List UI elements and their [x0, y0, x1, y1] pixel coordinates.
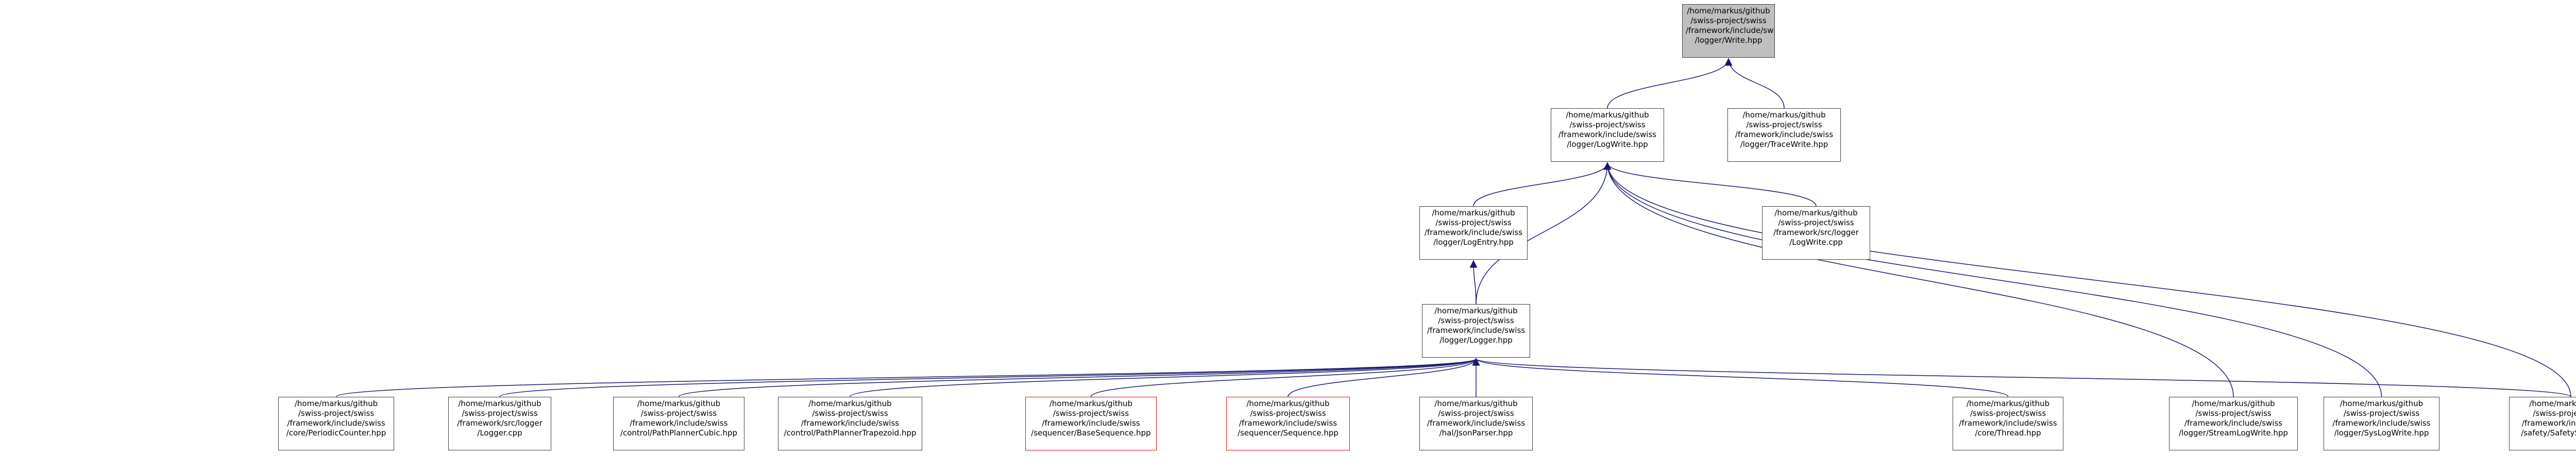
edge-6	[1603, 162, 2234, 397]
node-periodic-counter-hpp[interactable]: /home/markus/github /swiss-project/swiss…	[278, 397, 394, 450]
edge-14	[1287, 358, 1480, 397]
edge-2	[1473, 162, 1612, 207]
node-pathplannercubic-hpp[interactable]: /home/markus/github /swiss-project/swiss…	[613, 397, 744, 450]
node-sequence-hpp[interactable]: /home/markus/github /swiss-project/swiss…	[1226, 397, 1350, 450]
node-logentry-hpp[interactable]: /home/markus/github /swiss-project/swiss…	[1419, 206, 1528, 260]
edge-16	[1472, 358, 2009, 397]
edge-8	[1603, 162, 2571, 397]
edge-11	[678, 358, 1480, 397]
edge-4	[1476, 162, 1612, 305]
node-logger-cpp[interactable]: /home/markus/github /swiss-project/swiss…	[448, 397, 551, 450]
node-tracewrite-hpp[interactable]: /home/markus/github /swiss-project/swiss…	[1727, 108, 1841, 162]
edge-7	[1603, 162, 2382, 397]
node-safetysystem-hpp[interactable]: /home/markus/github /swiss-project/swiss…	[2509, 397, 2576, 450]
node-logger-hpp[interactable]: /home/markus/github /swiss-project/swiss…	[1422, 304, 1530, 358]
edge-5	[1469, 260, 1478, 305]
node-streamlogwrite-hpp[interactable]: /home/markus/github /swiss-project/swiss…	[2169, 397, 2298, 450]
node-write-hpp[interactable]: /home/markus/github /swiss-project/swiss…	[1682, 4, 1775, 58]
edge-17	[1472, 358, 2571, 397]
node-basesequence-hpp[interactable]: /home/markus/github /swiss-project/swiss…	[1025, 397, 1157, 450]
edge-10	[499, 358, 1480, 397]
edge-1	[1724, 58, 1785, 109]
edge-9	[335, 358, 1480, 397]
edge-0	[1607, 58, 1733, 109]
node-logwrite-cpp[interactable]: /home/markus/github /swiss-project/swiss…	[1762, 206, 1870, 260]
edge-12	[850, 358, 1480, 397]
node-sysloglogwrite-hpp[interactable]: /home/markus/github /swiss-project/swiss…	[2324, 397, 2439, 450]
edge-13	[1090, 358, 1480, 397]
node-jsonparser-hpp[interactable]: /home/markus/github /swiss-project/swiss…	[1419, 397, 1533, 450]
node-logwrite-hpp[interactable]: /home/markus/github /swiss-project/swiss…	[1551, 108, 1664, 162]
edge-3	[1603, 162, 1817, 207]
node-thread-hpp[interactable]: /home/markus/github /swiss-project/swiss…	[1953, 397, 2063, 450]
node-pathplannertrapezoid-hpp[interactable]: /home/markus/github /swiss-project/swiss…	[778, 397, 922, 450]
